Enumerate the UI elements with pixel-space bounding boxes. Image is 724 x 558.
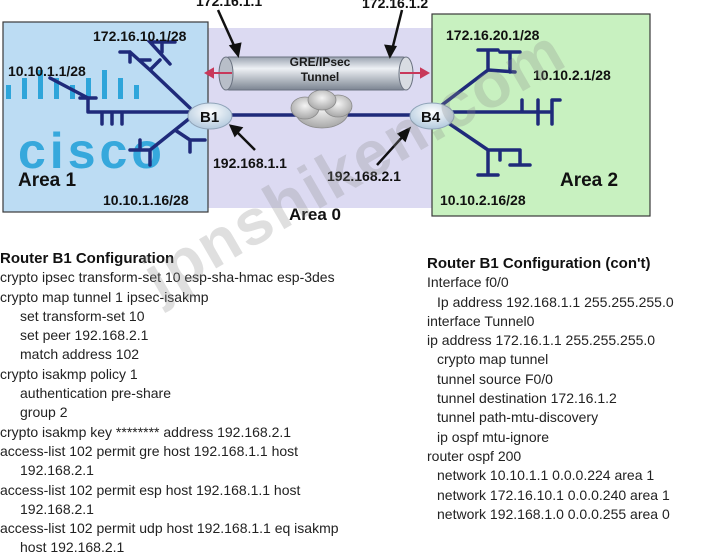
config-line: authentication pre-share — [20, 385, 171, 402]
area2-net-top: 172.16.20.1/28 — [446, 27, 540, 43]
config-line: network 192.168.1.0 0.0.0.255 area 0 — [437, 505, 670, 522]
cisco-logo — [6, 70, 139, 99]
area1-net-top: 172.16.10.1/28 — [93, 28, 187, 44]
area2-net-right: 10.10.2.1/28 — [533, 67, 611, 83]
pointer-arrows — [216, 9, 412, 166]
config-line: set peer 192.168.2.1 — [20, 327, 149, 344]
router-b4-label: B4 — [421, 109, 441, 126]
router-b1-config: Router B1 Configuration crypto ipsec tra… — [0, 249, 339, 558]
router-b1-config-continued: Router B1 Configuration (con't) Interfac… — [427, 254, 674, 524]
config-line: crypto isakmp policy 1 — [0, 365, 138, 382]
area1-lan-segments — [48, 40, 207, 167]
config-line: set transform-set 10 — [20, 307, 145, 324]
b4-wan-ip: 192.168.2.1 — [327, 168, 401, 184]
config-line: interface Tunnel0 — [427, 312, 535, 329]
config-line: host 192.168.2.1 — [20, 539, 125, 556]
tunnel-label-line2: Tunnel — [301, 70, 339, 84]
config-line: tunnel source F0/0 — [437, 370, 553, 387]
area1-net-left: 10.10.1.1/28 — [8, 63, 86, 79]
area2-lan-segments — [436, 48, 562, 177]
config-right-heading: Router B1 Configuration (con't) — [427, 255, 651, 272]
router-b1-label: B1 — [200, 109, 219, 126]
config-line: access-list 102 permit udp host 192.168.… — [0, 520, 339, 537]
config-line: crypto map tunnel 1 ipsec-isakmp — [0, 288, 209, 305]
config-line: network 172.16.10.1 0.0.0.240 area 1 — [437, 486, 670, 503]
config-line: network 10.10.1.1 0.0.0.224 area 1 — [437, 467, 655, 484]
area1-net-bottom: 10.10.1.16/28 — [103, 192, 189, 208]
network-diagram: cisco GRE/IPsec Tunnel B1 B4 — [2, 0, 651, 224]
config-line: crypto ipsec transform-set 10 esp-sha-hm… — [0, 269, 335, 286]
area1-label: Area 1 — [18, 170, 77, 191]
wan-cloud — [290, 89, 353, 129]
config-line: 192.168.2.1 — [20, 462, 94, 479]
config-line: crypto map tunnel — [437, 351, 549, 368]
router-b4 — [409, 102, 455, 130]
config-line: match address 102 — [20, 346, 140, 363]
area0-label: Area 0 — [289, 205, 341, 224]
config-line: access-list 102 permit gre host 192.168.… — [0, 442, 299, 459]
tunnel-ip-left: 172.16.1.1 — [196, 0, 262, 9]
tunnel-ip-right: 172.16.1.2 — [362, 0, 428, 11]
b1-wan-ip: 192.168.1.1 — [213, 155, 287, 171]
tunnel-label-line1: GRE/IPsec — [290, 55, 351, 69]
area2-label: Area 2 — [560, 170, 618, 191]
config-line: access-list 102 permit esp host 192.168.… — [0, 481, 301, 498]
area2-region — [431, 13, 651, 217]
area2-net-bottom: 10.10.2.16/28 — [440, 192, 526, 208]
config-line: ip ospf mtu-ignore — [437, 428, 550, 445]
config-line: Interface f0/0 — [427, 274, 509, 291]
config-line: group 2 — [20, 404, 68, 421]
config-line: ip address 172.16.1.1 255.255.255.0 — [427, 332, 656, 349]
config-left-heading: Router B1 Configuration — [0, 250, 175, 267]
router-b1 — [187, 102, 233, 130]
tunnel-arrows — [203, 67, 431, 79]
config-line: crypto isakmp key ******** address 192.1… — [0, 423, 292, 440]
config-line: tunnel destination 172.16.1.2 — [437, 390, 617, 407]
config-line: Ip address 192.168.1.1 255.255.255.0 — [437, 293, 674, 310]
area1-region — [2, 21, 209, 213]
config-line: tunnel path-mtu-discovery — [437, 409, 599, 426]
config-line: router ospf 200 — [427, 447, 522, 464]
config-line: 192.168.2.1 — [20, 500, 94, 517]
